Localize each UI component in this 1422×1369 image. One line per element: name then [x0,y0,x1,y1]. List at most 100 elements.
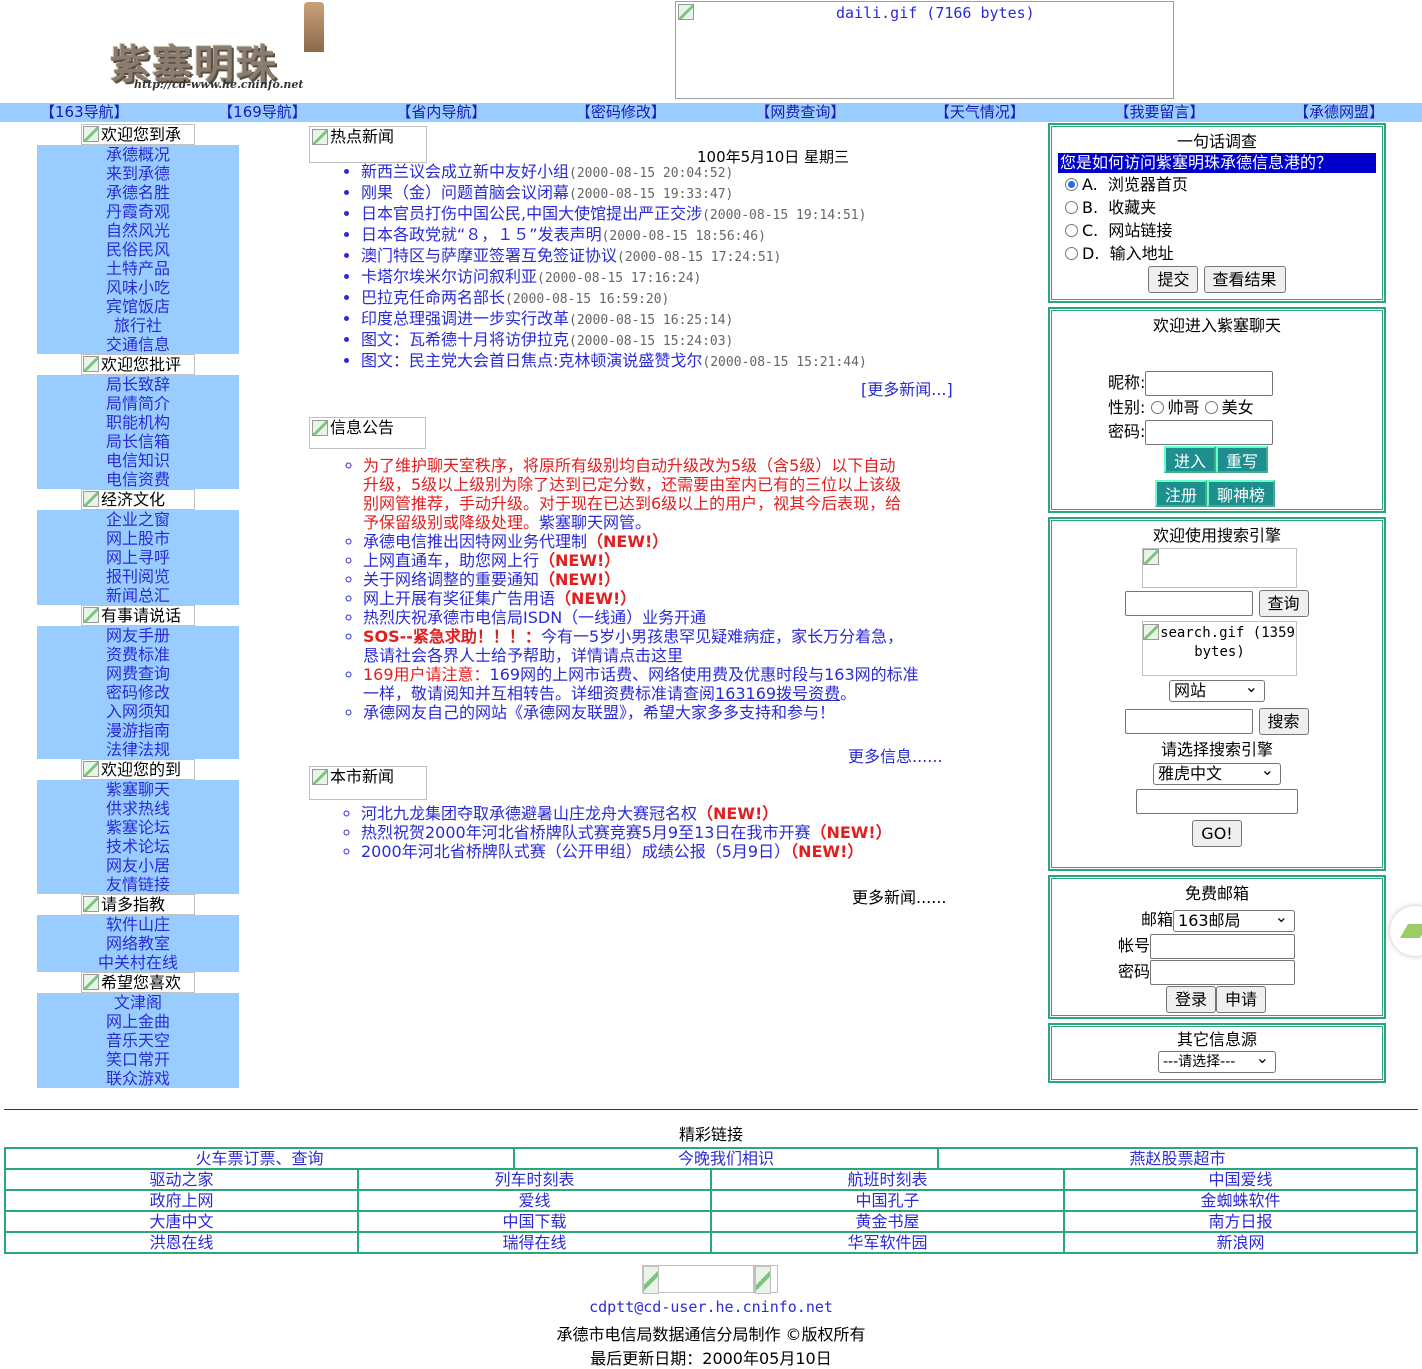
link-cell[interactable]: 航班时刻表 [710,1170,1063,1189]
chat-rank-button[interactable]: 聊神榜 [1207,480,1276,507]
sidebar-link[interactable]: 文津阁 [113,993,162,1012]
go-button[interactable]: GO! [1192,820,1242,847]
notice-item[interactable]: SOS--紧急求助！！！：今有一5岁小男孩患罕见疑难病症，家长万分着急， 恳请社… [363,627,919,665]
sidebar-link[interactable]: 职能机构 [105,413,170,432]
survey-option[interactable]: A. 浏览器首页 [1065,173,1379,196]
hot-news-item[interactable]: 图文：民主党大会首日焦点:克林顿演说盛赞戈尔(2000-08-15 15:21:… [361,351,867,372]
news-headline[interactable]: 卡塔尔埃米尔访问叙利亚 [361,267,538,286]
male-radio[interactable] [1150,401,1164,414]
sidebar-link[interactable]: 中关村在线 [97,953,178,972]
sidebar-link[interactable]: 宾馆饭店 [105,297,170,316]
city-news-headline[interactable]: 河北九龙集团夺取承德避暑山庄龙舟大赛冠名权 [361,804,698,823]
link-cell[interactable]: 驱动之家 [6,1170,357,1189]
link-cell[interactable]: 燕赵股票超市 [937,1149,1416,1168]
nav-password[interactable]: 【密码修改】 [575,103,666,121]
nav-alliance[interactable]: 【承德网盟】 [1293,103,1384,121]
sidebar-link[interactable]: 紫塞聊天 [105,780,170,799]
link-cell[interactable]: 列车时刻表 [357,1170,710,1189]
link-cell[interactable]: 火车票订票、查询 [6,1149,513,1168]
sidebar-link[interactable]: 漫游指南 [105,721,170,740]
sidebar-link[interactable]: 土特产品 [105,259,170,278]
city-news-headline[interactable]: 2000年河北省桥牌队式赛（公开甲组）成绩公报（5月9日） [361,842,791,861]
survey-radio[interactable] [1065,247,1078,260]
nav-169[interactable]: 【169导航】 [218,103,307,121]
sidebar-link[interactable]: 自然风光 [105,221,170,240]
sidebar-link[interactable]: 入网须知 [105,702,170,721]
engine-search-input[interactable] [1136,789,1298,814]
nickname-input[interactable] [1145,371,1274,396]
friend-link[interactable]: 燕赵股票超市 [1129,1149,1226,1168]
link-cell[interactable]: 大唐中文 [6,1212,357,1231]
sidebar-link[interactable]: 来到承德 [105,164,170,183]
friend-link[interactable]: 新浪网 [1216,1233,1265,1252]
nav-guestbook[interactable]: 【我要留言】 [1114,103,1205,121]
sidebar-link[interactable]: 电信知识 [105,451,170,470]
hot-news-item[interactable]: 日本官员打伤中国公民,中国大使馆提出严正交涉(2000-08-15 19:14:… [361,204,867,225]
sidebar-link[interactable]: 局长信箱 [105,432,170,451]
survey-option[interactable]: C. 网站链接 [1065,219,1379,242]
link-cell[interactable]: 中国爱线 [1063,1170,1416,1189]
link-cell[interactable]: 中国孔子 [710,1191,1063,1210]
link-cell[interactable]: 今晚我们相识 [513,1149,937,1168]
news-headline[interactable]: 刚果（金）问题首脑会议闭幕 [361,183,570,202]
site-scope-select[interactable]: 网站 [1169,677,1265,702]
sidebar-link[interactable]: 网上股市 [105,529,170,548]
link-cell[interactable]: 黄金书屋 [710,1212,1063,1231]
sidebar-link[interactable]: 企业之窗 [105,510,170,529]
friend-link[interactable]: 大唐中文 [149,1212,214,1231]
sidebar-link[interactable]: 局情简介 [105,394,170,413]
sidebar-link[interactable]: 联众游戏 [105,1069,170,1088]
city-news-item[interactable]: 2000年河北省桥牌队式赛（公开甲组）成绩公报（5月9日）（NEW!） [361,842,892,861]
female-radio[interactable] [1204,401,1218,414]
survey-option[interactable]: B. 收藏夹 [1065,196,1379,219]
chat-password-input[interactable] [1145,420,1274,445]
survey-option[interactable]: D. 输入地址 [1065,242,1379,265]
nav-weather[interactable]: 【天气情况】 [934,103,1025,121]
hot-news-item[interactable]: 卡塔尔埃米尔访问叙利亚(2000-08-15 17:16:24) [361,267,867,288]
friend-link[interactable]: 火车票订票、查询 [195,1149,324,1168]
link-cell[interactable]: 洪恩在线 [6,1233,357,1252]
hot-news-item[interactable]: 日本各政党就“８，１５”发表声明(2000-08-15 18:56:46) [361,225,867,246]
friend-link[interactable]: 驱动之家 [149,1170,214,1189]
more-info-link[interactable]: 更多信息...... [848,747,943,766]
friend-link[interactable]: 爱线 [518,1191,551,1210]
search-query-input[interactable] [1125,591,1254,616]
site-logo[interactable]: 紫塞明珠 http://cd-www.he.cninfo.net [100,2,336,98]
nav-163[interactable]: 【163导航】 [40,103,129,121]
mail-password-input[interactable] [1150,960,1296,985]
mailbox-select[interactable]: 163邮局 [1173,907,1296,932]
news-headline[interactable]: 澳门特区与萨摩亚签署互免签证协议 [361,246,618,265]
hot-news-item[interactable]: 图文：瓦希德十月将访伊拉克(2000-08-15 15:24:03) [361,330,867,351]
notice-item[interactable]: 关于网络调整的重要通知（NEW!） [363,570,919,589]
other-source-select[interactable]: ---请选择--- [1158,1048,1276,1073]
hot-news-item[interactable]: 印度总理强调进一步实行改革(2000-08-15 16:25:14) [361,309,867,330]
floating-widget[interactable] [1390,906,1422,956]
friend-link[interactable]: 今晚我们相识 [677,1149,774,1168]
notice-item[interactable]: 热烈庆祝承德市电信局ISDN（一线通）业务开通 [363,608,919,627]
notice-item[interactable]: 169用户请注意：169网的上网市话费、网络使用费及优惠时段与163网的标准 一… [363,665,919,703]
sidebar-link[interactable]: 供求热线 [105,799,170,818]
link-cell[interactable]: 瑞得在线 [357,1233,710,1252]
link-cell[interactable]: 华军软件园 [710,1233,1063,1252]
news-headline[interactable]: 图文：民主党大会首日焦点:克林顿演说盛赞戈尔 [361,351,703,370]
sidebar-link[interactable]: 网上寻呼 [105,548,170,567]
friend-link[interactable]: 金蜘蛛软件 [1200,1191,1281,1210]
more-city-news[interactable]: 更多新闻...... [852,888,947,907]
sidebar-link[interactable]: 电信资费 [105,470,170,489]
sidebar-link[interactable]: 软件山庄 [105,915,170,934]
news-headline[interactable]: 日本各政党就“８，１５”发表声明 [361,225,602,244]
reset-button[interactable]: 重写 [1216,446,1269,473]
sidebar-link[interactable]: 新闻总汇 [105,586,170,605]
hot-news-item[interactable]: 刚果（金）问题首脑会议闭幕(2000-08-15 19:33:47) [361,183,867,204]
link-cell[interactable]: 政府上网 [6,1191,357,1210]
view-results-button[interactable]: 查看结果 [1203,266,1286,293]
notice-item[interactable]: 上网直通车，助您网上行（NEW!） [363,551,919,570]
survey-radio[interactable] [1065,178,1078,191]
register-button[interactable]: 注册 [1155,480,1208,507]
sidebar-link[interactable]: 丹霞奇观 [105,202,170,221]
sidebar-link[interactable]: 法律法规 [105,740,170,759]
sidebar-link[interactable]: 资费标准 [105,645,170,664]
notice-item[interactable]: 网上开展有奖征集广告用语（NEW!） [363,589,919,608]
link-cell[interactable]: 南方日报 [1063,1212,1416,1231]
site-search-button[interactable]: 搜索 [1258,708,1309,735]
